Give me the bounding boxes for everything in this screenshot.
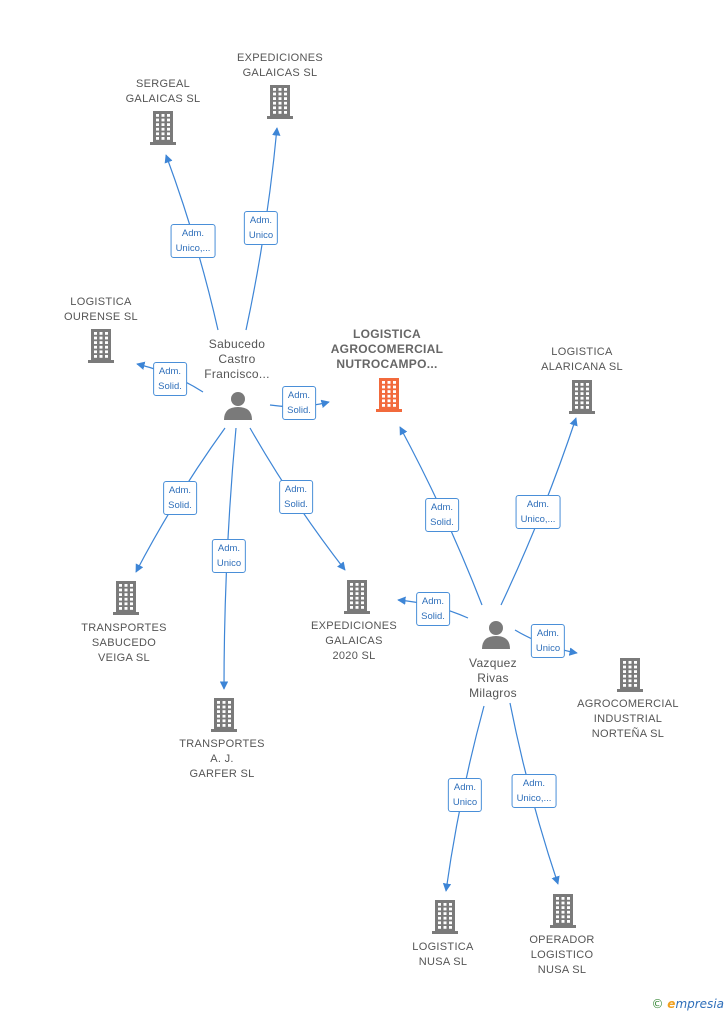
role-label-vazquez-log_alaricana[interactable]: Adm. Unico,...	[515, 495, 561, 529]
role-label-sabucedo-trans_sabucedo[interactable]: Adm. Solid.	[163, 481, 197, 515]
building-icon-log_nusa[interactable]	[432, 900, 458, 934]
company-label-log_agro[interactable]: LOGISTICA AGROCOMERCIAL NUTROCAMPO...	[330, 327, 444, 371]
company-label-agro_nortena[interactable]: AGROCOMERCIAL INDUSTRIAL NORTEÑA SL	[577, 698, 679, 740]
brand-e: e	[667, 997, 676, 1011]
company-label-exp_2020[interactable]: EXPEDICIONES GALAICAS 2020 SL	[310, 620, 398, 662]
role-label-sabucedo-exp_2020[interactable]: Adm. Solid.	[279, 480, 313, 514]
company-label-op_nusa[interactable]: OPERADOR LOGISTICO NUSA SL	[529, 934, 595, 976]
role-label-vazquez-op_nusa[interactable]: Adm. Unico,...	[511, 774, 557, 808]
role-label-sabucedo-log_ourense[interactable]: Adm. Solid.	[153, 362, 187, 396]
role-label-vazquez-log_agro[interactable]: Adm. Solid.	[425, 498, 459, 532]
building-icon-op_nusa[interactable]	[550, 894, 576, 928]
company-label-trans_sabucedo[interactable]: TRANSPORTES SABUCEDO VEIGA SL	[81, 622, 167, 664]
building-icon-log_alaricana[interactable]	[569, 380, 595, 414]
role-label-vazquez-log_nusa[interactable]: Adm. Unico	[447, 778, 483, 812]
building-icon-sergeal[interactable]	[150, 111, 176, 145]
empresia-logo[interactable]: © empresia	[651, 997, 724, 1011]
company-label-trans_garfer[interactable]: TRANSPORTES A. J. GARFER SL	[179, 738, 265, 780]
person-label-vazquez[interactable]: Vazquez Rivas Milagros	[469, 656, 517, 700]
company-label-sergeal[interactable]: SERGEAL GALAICAS SL	[125, 78, 201, 105]
role-label-vazquez-exp_2020[interactable]: Adm. Solid.	[416, 592, 450, 626]
building-icon-exp_galaicas[interactable]	[267, 85, 293, 119]
person-label-sabucedo[interactable]: Sabucedo Castro Francisco...	[204, 337, 270, 381]
role-label-sabucedo-exp_galaicas[interactable]: Adm. Unico	[243, 211, 279, 245]
brand-name: mpresia	[675, 997, 724, 1011]
role-label-sabucedo-sergeal[interactable]: Adm. Unico,...	[170, 224, 216, 258]
company-label-log_alaricana[interactable]: LOGISTICA ALARICANA SL	[541, 346, 623, 373]
person-icon-sabucedo[interactable]	[224, 392, 252, 420]
copyright-symbol: ©	[651, 997, 664, 1011]
role-label-vazquez-agro_nortena[interactable]: Adm. Unico	[530, 624, 566, 658]
building-icon-exp_2020[interactable]	[344, 580, 370, 614]
company-label-log_nusa[interactable]: LOGISTICA NUSA SL	[412, 941, 474, 968]
company-label-log_ourense[interactable]: LOGISTICA OURENSE SL	[64, 296, 138, 323]
building-icon-log_ourense[interactable]	[88, 329, 114, 363]
building-icon-log_agro[interactable]	[376, 378, 402, 412]
role-label-sabucedo-log_agro[interactable]: Adm. Solid.	[282, 386, 316, 420]
building-icon-agro_nortena[interactable]	[617, 658, 643, 692]
building-icon-trans_garfer[interactable]	[211, 698, 237, 732]
company-label-exp_galaicas[interactable]: EXPEDICIONES GALAICAS SL	[236, 52, 324, 79]
person-icon-vazquez[interactable]	[482, 621, 510, 649]
role-label-sabucedo-trans_garfer[interactable]: Adm. Unico	[211, 539, 247, 573]
building-icon-trans_sabucedo[interactable]	[113, 581, 139, 615]
